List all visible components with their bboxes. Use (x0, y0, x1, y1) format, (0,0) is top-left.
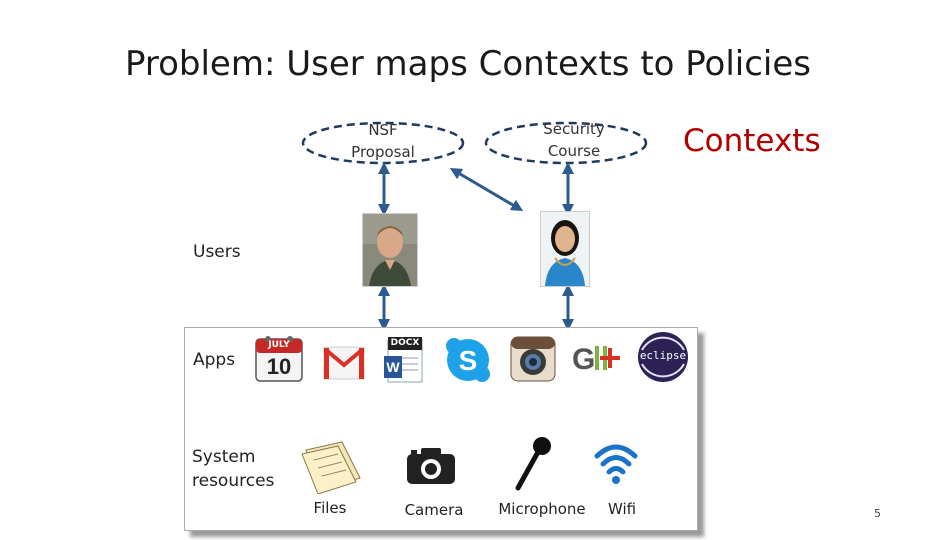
user-photo-woman (540, 211, 590, 287)
svg-text:W: W (386, 359, 400, 375)
users-label: Users (193, 242, 241, 262)
wifi-icon (594, 444, 638, 484)
resource-label-wifi: Wifi (607, 500, 637, 518)
page-number: 5 (874, 507, 881, 520)
apps-label: Apps (193, 350, 236, 370)
system-resources-line1: System (192, 447, 256, 467)
arrow-user1-security (449, 167, 524, 212)
svg-text:G: G (572, 343, 595, 374)
user-photo-man (362, 213, 418, 287)
context-security-line1: Security (543, 120, 605, 138)
contexts-label: Contexts (683, 123, 821, 159)
google-plus-icon: G (572, 343, 620, 374)
gmail-icon (323, 346, 365, 380)
docx-badge: DOCX (388, 337, 422, 350)
instagram-icon (510, 336, 556, 382)
context-security-line2: Course (547, 142, 601, 160)
word-docx-icon: W DOCX (382, 336, 426, 384)
system-resources-line2: resources (192, 471, 275, 491)
camera-icon (407, 448, 455, 484)
resource-label-microphone: Microphone (498, 500, 586, 518)
svg-text:S: S (459, 345, 478, 376)
context-nsf-proposal: NSF Proposal (333, 119, 433, 163)
calendar-month: JULY (268, 340, 290, 350)
calendar-day: 10 (266, 354, 292, 379)
system-resources-label: System resources (192, 445, 274, 493)
slide-title: Problem: User maps Contexts to Policies (124, 44, 812, 84)
eclipse-text: eclipse (639, 349, 687, 362)
files-icon (301, 441, 361, 494)
context-nsf-line2: Proposal (351, 143, 415, 161)
resource-label-camera: Camera (404, 501, 464, 519)
resource-label-files: Files (313, 499, 347, 517)
context-security-course: Security Course (524, 118, 624, 162)
skype-icon: S (446, 338, 490, 382)
context-nsf-line1: NSF (368, 121, 398, 139)
eclipse-icon: eclipse (636, 330, 690, 384)
microphone-icon (515, 437, 551, 491)
calendar-icon: JULY 10 (254, 333, 304, 383)
